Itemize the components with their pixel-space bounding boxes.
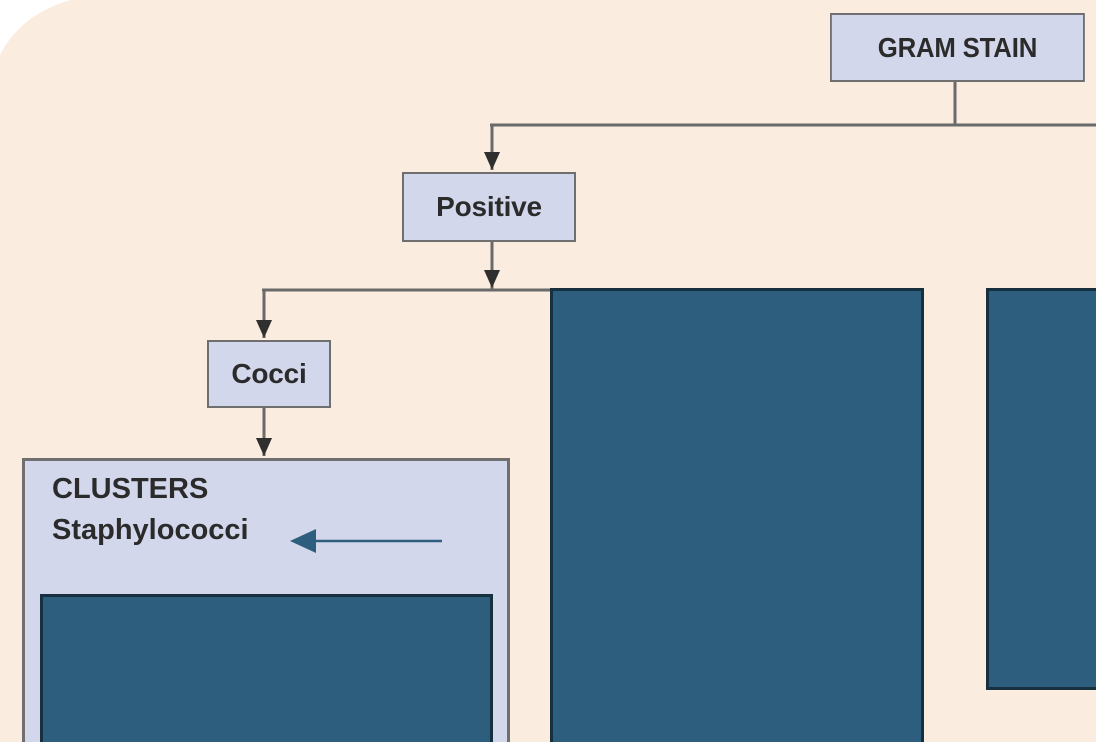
gram-stain-label: GRAM STAIN xyxy=(877,31,1038,63)
positive-node: Positive xyxy=(402,172,576,242)
redaction-block-middle xyxy=(550,288,924,742)
gram-stain-node: GRAM STAIN xyxy=(830,13,1085,82)
redaction-block-right xyxy=(986,288,1096,690)
cocci-node: Cocci xyxy=(207,340,331,408)
clusters-subtitle: Staphylococci xyxy=(52,514,249,546)
redaction-block-clusters xyxy=(40,594,493,742)
cocci-label: Cocci xyxy=(231,358,307,389)
positive-label: Positive xyxy=(436,191,542,222)
clusters-title: CLUSTERS xyxy=(52,473,209,505)
